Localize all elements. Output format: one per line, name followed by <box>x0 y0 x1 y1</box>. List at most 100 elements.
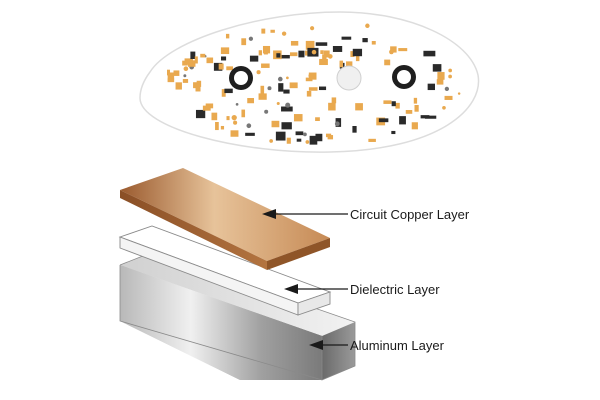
pcb-via <box>286 76 289 80</box>
pcb-via <box>448 68 453 73</box>
pcb-component <box>275 131 286 141</box>
pcb-pad <box>339 60 344 68</box>
pcb-via <box>285 102 291 108</box>
pcb-pad <box>220 125 225 130</box>
pcb-component <box>281 106 293 112</box>
pcb-pad <box>167 72 175 80</box>
pcb-pad <box>258 93 267 100</box>
pcb-component <box>378 118 389 123</box>
pcb-pad <box>306 90 312 97</box>
pcb-pad <box>194 56 198 64</box>
pcb-via <box>444 86 450 92</box>
pcb-pad <box>308 72 317 80</box>
pcb-via <box>235 102 239 106</box>
pcb-component <box>280 54 290 59</box>
pcb-component <box>391 101 396 107</box>
pcb-component <box>249 55 259 62</box>
pcb-pad <box>414 104 419 112</box>
pcb-pad <box>262 45 271 54</box>
pcb-pad <box>355 103 363 111</box>
pcb-via <box>276 101 280 106</box>
pcb-pad <box>226 116 230 121</box>
pcb-via <box>457 92 461 95</box>
pcb-component <box>352 126 357 133</box>
pcb-pad <box>355 52 360 62</box>
pcb-component <box>341 36 352 40</box>
aluminum-layer <box>119 251 356 381</box>
pcb-component <box>296 138 302 142</box>
pcb-pad <box>211 112 218 121</box>
pcb-pad <box>206 57 214 64</box>
pcb-components <box>167 23 461 145</box>
pcb-pad <box>200 53 206 58</box>
pcb-pad <box>390 46 397 53</box>
pcb-component <box>315 42 328 46</box>
pcb-pad <box>230 130 239 137</box>
pcb-via <box>267 86 272 91</box>
dielectric-arrow <box>284 284 348 294</box>
pcb-component <box>278 83 284 92</box>
pcb-pad <box>167 78 175 83</box>
pcb-via <box>305 140 310 144</box>
pcb-pad <box>315 117 320 122</box>
pcb-pad <box>193 82 198 89</box>
pcb-pad <box>226 66 234 71</box>
pcb-pad <box>247 98 255 104</box>
pcb-pad <box>196 80 202 87</box>
pcb-pad <box>411 122 418 130</box>
pcb-component <box>195 109 206 119</box>
copper-layer <box>120 168 330 270</box>
pcb-pad <box>331 97 337 104</box>
pcb-pad <box>413 97 418 104</box>
pcb-component <box>295 131 304 136</box>
pcb-component <box>352 48 363 57</box>
pcb-component <box>221 56 227 61</box>
pcb-board <box>139 11 480 153</box>
pcb-pad <box>289 82 298 89</box>
pcb-pad <box>383 100 392 104</box>
pcb-component <box>427 83 435 91</box>
pcb-pad <box>258 50 262 56</box>
pcb-pad <box>202 105 211 111</box>
pcb-pad <box>327 135 334 140</box>
pcb-via <box>303 132 307 137</box>
pcb-pad <box>175 82 182 90</box>
pcb-pad <box>305 40 315 50</box>
pcb-via <box>311 49 317 55</box>
dielectric-layer <box>118 225 332 316</box>
pcb-component <box>391 130 396 135</box>
copper-arrow <box>262 209 348 219</box>
pcb-via <box>264 109 269 114</box>
pcb-via <box>183 66 189 72</box>
pcb-via <box>277 76 283 82</box>
pcb-component <box>362 38 368 43</box>
pcb-component <box>281 122 292 130</box>
pcb-component <box>399 116 406 125</box>
pcb-pad <box>270 29 275 33</box>
pcb-pad <box>319 58 328 66</box>
pcb-component <box>424 115 437 119</box>
pcb-via <box>365 23 370 29</box>
pcb-pad <box>220 47 230 55</box>
pcb-pad <box>263 50 268 55</box>
pcb-pad <box>322 54 327 62</box>
pcb-component <box>332 46 343 52</box>
pcb-pad <box>368 138 376 142</box>
pcb-pad <box>221 89 226 97</box>
pcb-pad <box>261 63 270 68</box>
pcb-component <box>423 50 436 57</box>
pcb-pad <box>328 102 336 111</box>
pcb-via <box>183 74 187 78</box>
pcb-component <box>276 53 281 58</box>
pcb-pad <box>241 109 246 118</box>
pcb-pad <box>289 52 298 57</box>
pcb-via <box>256 70 261 75</box>
pcb-pad <box>260 85 265 95</box>
aluminum-arrow <box>309 340 348 350</box>
pcb-via <box>269 139 273 143</box>
pcb-pad <box>218 63 224 70</box>
pcb-component <box>190 51 196 59</box>
pcb-pad <box>350 51 355 58</box>
pcb-pad <box>398 48 408 52</box>
